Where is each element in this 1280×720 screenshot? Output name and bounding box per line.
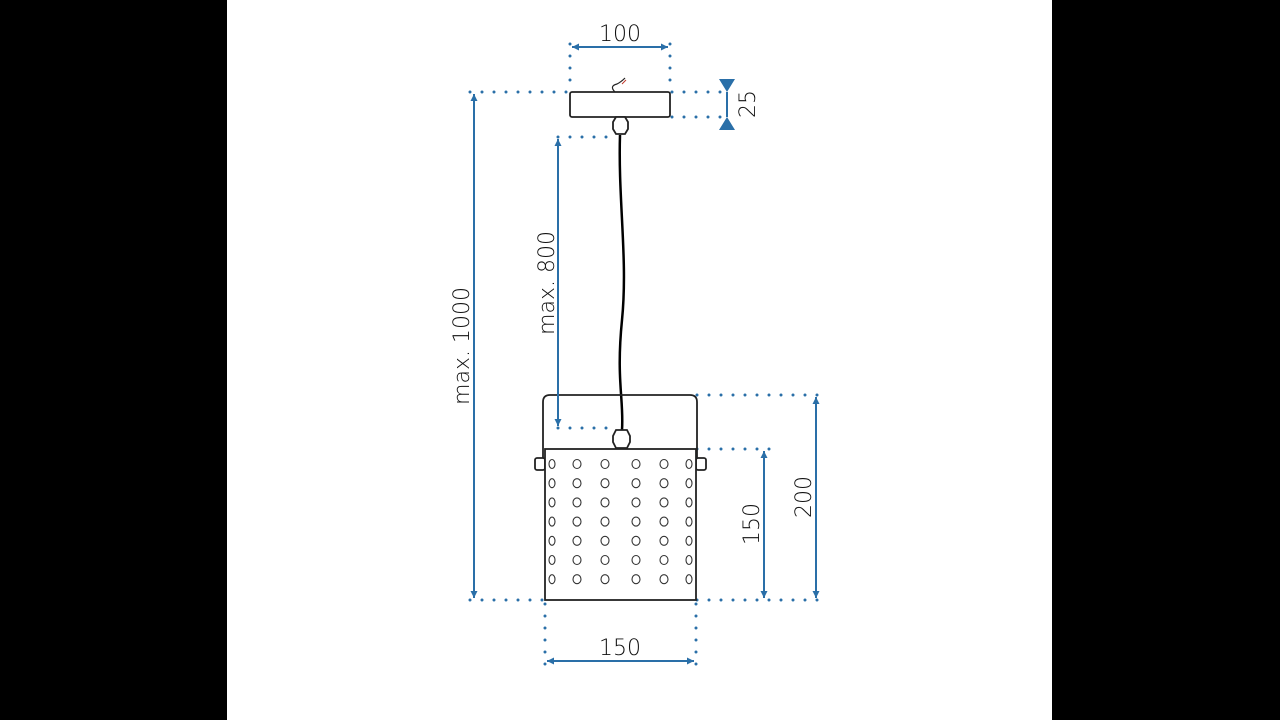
shade-hole [685, 535, 693, 546]
shade-hole [548, 497, 556, 508]
shade-hole [659, 458, 669, 470]
height-25-markers [719, 79, 735, 130]
shade-hole [572, 554, 582, 566]
bracket-height-label: 200 [792, 476, 817, 518]
shade-hole [631, 516, 641, 527]
ceiling-canopy [569, 91, 671, 118]
shade-hole [659, 574, 669, 585]
shade-hole [572, 516, 582, 527]
shade-hole [600, 497, 610, 508]
shade-hole [631, 497, 641, 508]
pendant-lamp [534, 77, 707, 601]
shade-hole [572, 535, 582, 546]
shade-height-label: 150 [740, 503, 765, 545]
shade-hole [600, 516, 610, 527]
shade-hole [631, 574, 641, 585]
perforated-shade [544, 448, 697, 601]
shade-hole [685, 554, 693, 566]
shade-width-label: 150 [599, 636, 641, 661]
shade-hole [548, 458, 556, 470]
shade-hole [600, 574, 610, 585]
shade-hole [631, 535, 641, 546]
shade-hole [659, 516, 669, 527]
shade-hole [572, 458, 582, 470]
shade-hole [685, 497, 693, 508]
shade-hole [548, 478, 556, 489]
canopy-width-label: 100 [599, 22, 641, 47]
shade-hole [685, 574, 693, 585]
shade-hole [631, 554, 641, 566]
shade-hole [685, 458, 693, 470]
cord-length-label: max. 800 [535, 231, 560, 335]
shade-hole [685, 516, 693, 527]
bracket-knob-left [534, 457, 546, 471]
total-height-label: max. 1000 [450, 287, 475, 405]
shade-hole [631, 478, 641, 489]
shade-hole [685, 478, 693, 489]
shade-hole [548, 554, 556, 566]
extension-lines [468, 42, 822, 667]
shade-hole [572, 574, 582, 585]
shade-hole [600, 554, 610, 566]
canopy-cord-grip [612, 116, 629, 135]
supply-wire [611, 77, 626, 93]
shade-hole [600, 535, 610, 546]
shade-hole [548, 535, 556, 546]
shade-holes [548, 458, 693, 585]
shade-hole [631, 458, 641, 470]
canopy-height-label: 25 [736, 90, 761, 118]
shade-hole [600, 458, 610, 470]
shade-hole [600, 478, 610, 489]
shade-hole [659, 535, 669, 546]
shade-hole [548, 574, 556, 585]
suspension-cord [618, 134, 626, 431]
shade-hole [659, 554, 669, 566]
shade-hole [572, 497, 582, 508]
dimension-arrows [470, 43, 820, 665]
shade-bracket [542, 394, 698, 458]
supply-wire-tip [621, 79, 627, 85]
bracket-knob-right [695, 457, 707, 471]
lampholder [612, 429, 631, 449]
shade-hole [548, 516, 556, 527]
shade-hole [572, 478, 582, 489]
shade-hole [659, 497, 669, 508]
shade-hole [659, 478, 669, 489]
